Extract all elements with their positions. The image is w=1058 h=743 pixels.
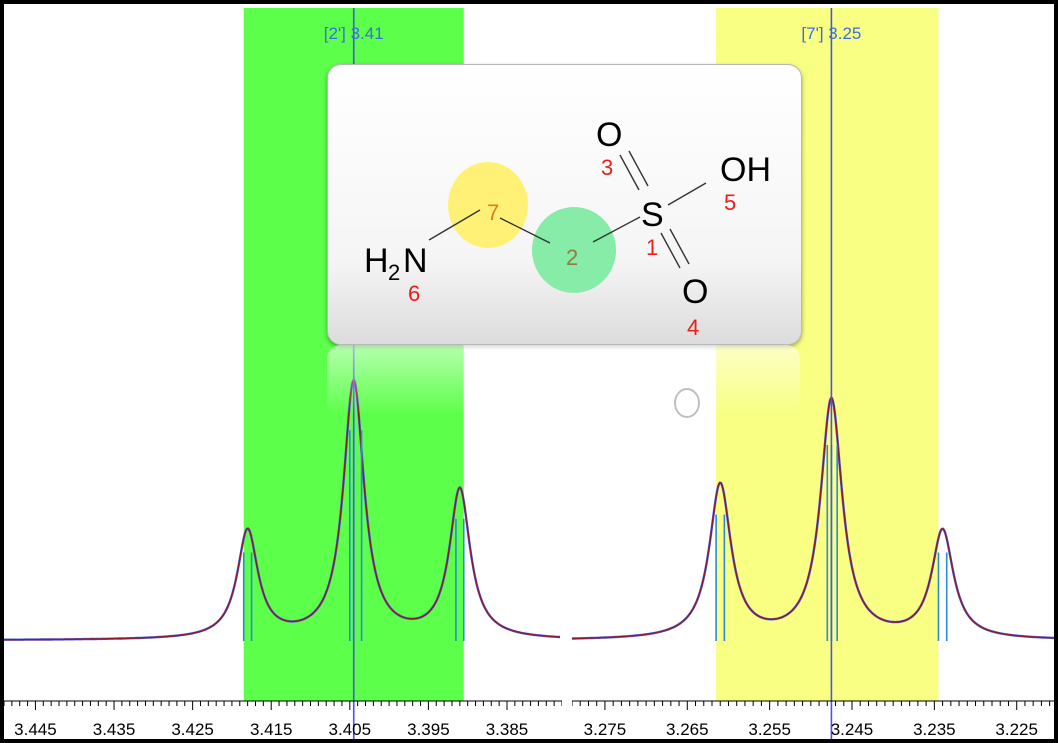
- multiplet-label: [2'] 3.41: [324, 24, 384, 43]
- label-atom-4: 4: [687, 315, 699, 340]
- atom-nitrogen-h: H: [364, 242, 389, 280]
- atom-nitrogen-n: N: [403, 242, 428, 280]
- x-tick-label: 3.235: [913, 720, 956, 739]
- atom-hydroxyl: OH: [720, 151, 771, 189]
- x-tick-label: 3.435: [93, 720, 136, 739]
- bond-s-o4-a: [660, 232, 681, 269]
- spectrum-fit-line: [572, 397, 1054, 640]
- x-tick-label: 3.225: [995, 720, 1038, 739]
- axis-break-gap: [562, 635, 572, 647]
- atom-oxygen-4: O: [682, 273, 708, 311]
- bond-s-oh: [667, 182, 707, 206]
- label-atom-5: 5: [724, 190, 736, 215]
- x-tick-label: 3.275: [584, 720, 627, 739]
- x-tick-label: 3.425: [171, 720, 214, 739]
- x-tick-label: 3.385: [486, 720, 529, 739]
- x-tick-label: 3.445: [14, 720, 57, 739]
- x-tick-label: 3.415: [250, 720, 293, 739]
- atom-sulfur: S: [641, 196, 664, 234]
- molecule-drawing: H 2 N 6 7 2 S 1 O 3 OH 5 O 4: [364, 116, 771, 340]
- carbon-7-highlight: [448, 162, 528, 248]
- atom-oxygen-3: O: [596, 116, 622, 154]
- spectrum-fit-line: [4, 378, 560, 641]
- label-atom-7: 7: [487, 200, 499, 225]
- x-tick-label: 3.245: [831, 720, 874, 739]
- bond-n-c7: [428, 209, 481, 241]
- multiplet-label: [7'] 3.25: [801, 24, 861, 43]
- x-tick-label: 3.395: [407, 720, 450, 739]
- molecule-structure-panel[interactable]: H 2 N 6 7 2 S 1 O 3 OH 5 O 4: [327, 64, 802, 345]
- bond-s-o3-a: [619, 154, 640, 191]
- x-tick-label: 3.405: [329, 720, 372, 739]
- bond-s-o4-b: [669, 228, 690, 265]
- bond-c2-s: [592, 216, 641, 243]
- label-atom-1: 1: [646, 235, 658, 260]
- atom-nitrogen-subscript: 2: [388, 260, 400, 285]
- axis-break-gap: [562, 691, 572, 713]
- carbon-2-highlight: [532, 207, 616, 293]
- bond-c7-c2: [499, 217, 551, 244]
- label-atom-2: 2: [566, 245, 578, 270]
- bond-s-o3-b: [628, 150, 649, 187]
- x-tick-label: 3.265: [666, 720, 709, 739]
- x-tick-label: 3.255: [748, 720, 791, 739]
- label-atom-3: 3: [601, 155, 613, 180]
- label-atom-6: 6: [408, 281, 420, 306]
